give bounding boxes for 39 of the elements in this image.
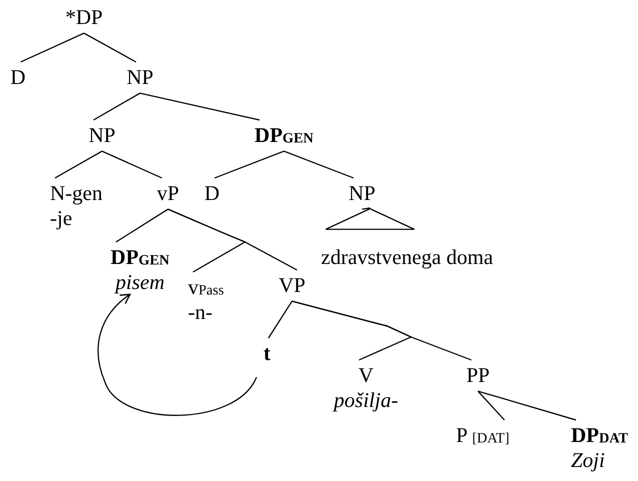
category-label: D: [9, 62, 27, 94]
movement-arrow: [98, 294, 258, 416]
category-label: DP$_{GEN}$: [254, 120, 314, 152]
category-label: D: [203, 178, 221, 210]
word-label: Zoji: [571, 448, 606, 474]
tree-branch: [478, 390, 505, 420]
category-label: NP: [88, 120, 116, 152]
tree-branch: [140, 92, 260, 121]
word-label: pisem: [113, 270, 166, 296]
tree-branch: [362, 207, 370, 210]
tree-branch: [20, 32, 84, 63]
category-label: t: [262, 338, 272, 370]
tree-branch: [116, 208, 168, 242]
tree-branch: [84, 32, 136, 63]
tree-branch: [93, 92, 140, 121]
category-label: vP: [156, 178, 180, 210]
category-label: VP: [278, 270, 306, 302]
category-label: DP$_{DAT}$: [571, 423, 628, 448]
tree-branch: [102, 150, 162, 179]
category-label: V: [357, 363, 375, 388]
tree-branch: [214, 150, 284, 179]
category-label: *DP: [64, 2, 104, 34]
tree-branch: [478, 390, 576, 421]
category-label: PP: [465, 360, 491, 392]
tree-branch: [284, 150, 354, 179]
word-label: pošilja-: [334, 388, 398, 414]
word-label: -je: [50, 206, 74, 232]
category-label: NP: [126, 62, 154, 94]
tree-branch: [168, 208, 298, 271]
category-label: DP$_{GEN}$: [110, 245, 170, 270]
category-label: zdravstvenega doma: [320, 242, 494, 274]
tree-branch: [292, 300, 472, 361]
word-label: -n-: [188, 300, 214, 326]
tree-branch: [268, 300, 292, 338]
category-label: P $_{[DAT]}$: [455, 420, 510, 452]
tree-branch: [54, 150, 102, 179]
category-label: N-gen: [50, 181, 102, 206]
category-label: NP: [348, 178, 376, 210]
category-label: v$_{Pass}$: [188, 275, 224, 300]
